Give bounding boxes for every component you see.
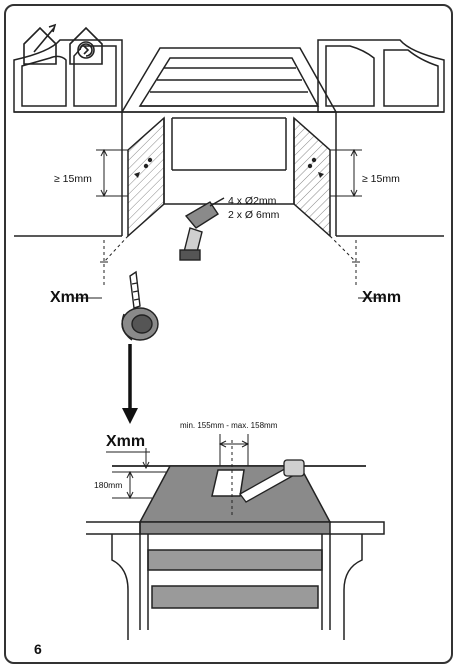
page-number: 6 [34,641,42,657]
right-clearance-label: ≥ 15mm [362,173,400,185]
xmm-right-label: Xmm [362,289,401,306]
drawer-unit [138,465,332,630]
tape-measure-icon [121,270,159,341]
xmm-lower-label: Xmm [106,433,145,450]
drill-marks [134,157,324,178]
drill-spec-line-1: 4 x Ø2mm [228,195,277,207]
drill-icon [179,197,225,261]
width-dimension [218,434,250,470]
depth-dimension [112,470,170,500]
tape-on-drawer [239,459,305,503]
left-clearance-dimension [96,148,128,198]
drill-spec-line-2: 2 x Ø 6mm [228,209,280,221]
measure-guides [103,235,357,286]
cabinet-sides [14,112,444,238]
upper-cabinets [13,39,445,113]
page-frame [4,4,453,664]
lower-cabinets [86,521,385,640]
xmm-left-label: Xmm [50,289,89,306]
indoor-use-icon [23,23,57,65]
depth-label: 180mm [94,480,122,490]
right-clearance-dimension [330,148,362,198]
hood-drawer [120,47,338,113]
down-arrow [122,344,138,424]
xmm-leaders [74,261,384,299]
lower-xmm-dimension [106,448,150,470]
left-clearance-label: ≥ 15mm [54,173,92,185]
width-range-label: min. 155mm - max. 158mm [180,421,278,430]
